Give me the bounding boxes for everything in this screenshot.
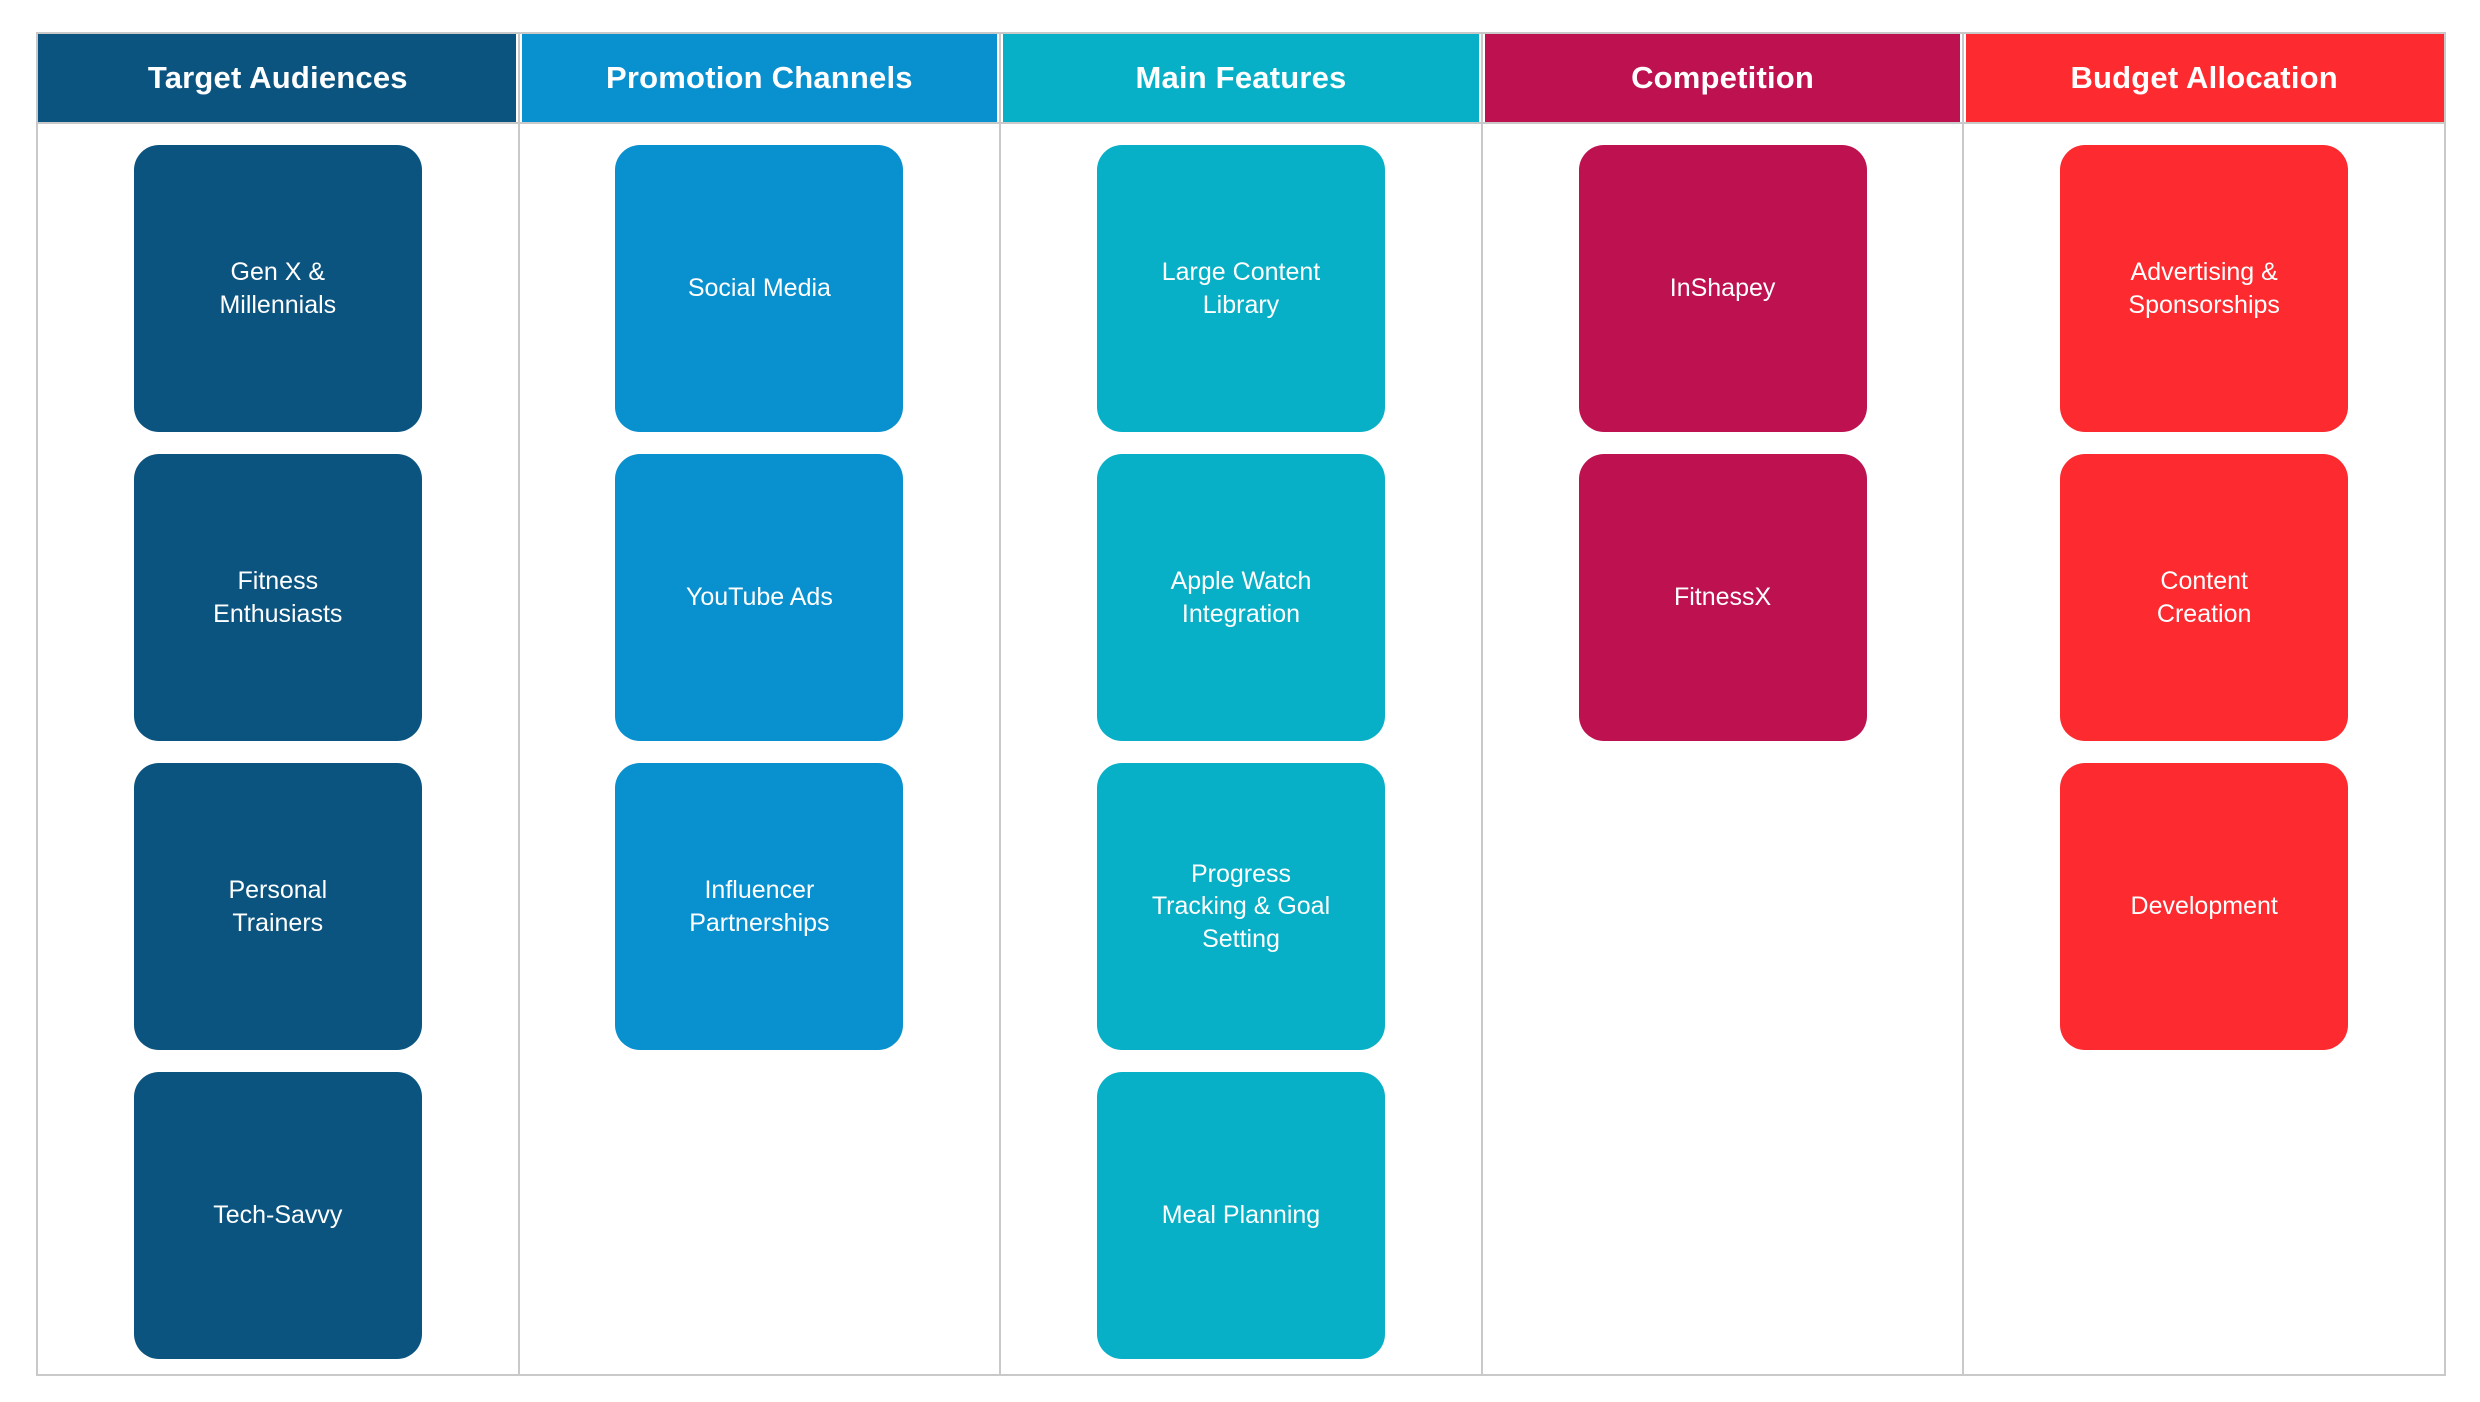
card-tech-savvy[interactable]: Tech-Savvy [133,1072,422,1359]
card-label: Meal Planning [1161,1201,1321,1230]
card-label: Gen X & Millennials [219,258,337,319]
column-body: InShapey FitnessX [1483,124,1963,1374]
card-label: Apple Watch Integration [1170,567,1312,628]
column-title: Budget Allocation [2070,60,2338,95]
column-body: Social Media YouTube Ads Influencer Part… [520,124,1000,1374]
column-header: Competition [1482,34,1963,124]
board-column-main-features: Main Features Large Content Library Appl… [999,34,1481,1374]
card-advertising[interactable]: Advertising & Sponsorships [2060,145,2349,432]
card-meal-planning[interactable]: Meal Planning [1096,1072,1385,1359]
column-title: Target Audiences [147,60,408,95]
card-label: Advertising & Sponsorships [2128,258,2280,319]
column-body: Large Content Library Apple Watch Integr… [1001,124,1481,1378]
column-body: Advertising & Sponsorships Content Creat… [1964,124,2444,1374]
board-column-competition: Competition InShapey FitnessX [1480,34,1963,1374]
column-header: Target Audiences [38,34,518,124]
column-title: Promotion Channels [606,60,913,95]
card-fitnessx[interactable]: FitnessX [1578,454,1867,741]
card-content[interactable]: Content Creation [2060,454,2349,741]
column-header: Budget Allocation [1964,34,2444,124]
card-fitness[interactable]: Fitness Enthusiasts [133,454,422,741]
card-large-content[interactable]: Large Content Library [1096,145,1385,432]
board-column-promotion-channels: Promotion Channels Social Media YouTube … [517,34,1000,1374]
card-apple-watch[interactable]: Apple Watch Integration [1096,454,1385,741]
card-label: Progress Tracking & Goal Setting [1151,859,1331,953]
card-label: Content Creation [2156,567,2252,628]
card-progress[interactable]: Progress Tracking & Goal Setting [1096,763,1385,1050]
column-header: Promotion Channels [519,34,1000,124]
column-body: Gen X & Millennials Fitness Enthusiasts … [38,124,518,1378]
card-social-media[interactable]: Social Media [615,145,904,432]
board-column-budget-allocation: Budget Allocation Advertising & Sponsors… [1962,34,2444,1374]
board-column-target-audiences: Target Audiences Gen X & Millennials Fit… [38,34,518,1374]
card-label: Personal Trainers [228,876,328,937]
card-label: Social Media [687,274,831,303]
card-label: Fitness Enthusiasts [213,567,343,628]
column-title: Main Features [1135,60,1347,95]
card-inshapey[interactable]: InShapey [1578,145,1867,432]
card-development[interactable]: Development [2060,763,2349,1050]
column-header: Main Features [1001,34,1481,124]
card-label: Large Content Library [1161,258,1321,319]
card-youtube-ads[interactable]: YouTube Ads [615,454,904,741]
card-label: Tech-Savvy [213,1201,343,1230]
card-gen-x[interactable]: Gen X & Millennials [133,145,422,432]
kanban-board: Target Audiences Gen X & Millennials Fit… [36,32,2446,1376]
column-title: Competition [1631,60,1815,95]
card-personal[interactable]: Personal Trainers [133,763,422,1050]
card-label: YouTube Ads [685,583,833,612]
card-label: InShapey [1669,274,1776,303]
card-label: Development [2130,892,2278,921]
card-label: Influencer Partnerships [689,876,830,937]
card-influencer[interactable]: Influencer Partnerships [615,763,904,1050]
card-label: FitnessX [1673,583,1772,612]
